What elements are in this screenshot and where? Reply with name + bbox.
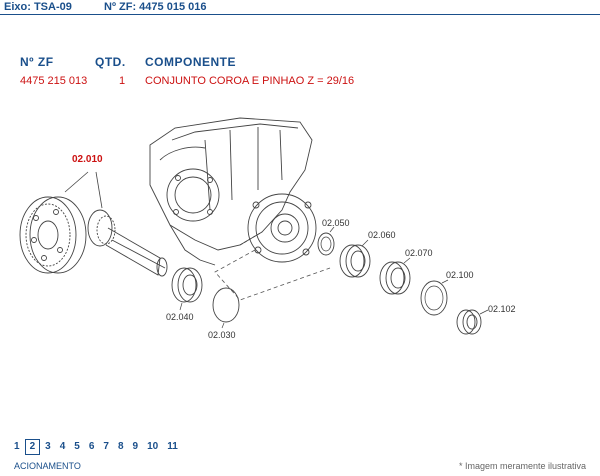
bearing-02-040-drawing [171,267,203,303]
label-02-010: 02.010 [72,154,103,165]
page-link-11[interactable]: 11 [167,441,178,452]
label-02-030: 02.030 [208,330,236,340]
page-link-3[interactable]: 3 [45,441,51,452]
page-link-4[interactable]: 4 [59,441,66,452]
pinion-drawing [87,209,168,277]
page-link-7[interactable]: 7 [103,441,109,452]
illustrative-note: * Imagem meramente ilustrativa [458,461,586,471]
ring-02-050-drawing [317,232,335,256]
page-link-9[interactable]: 9 [132,441,139,452]
section-link-acionamento[interactable]: ACIONAMENTO [14,461,81,471]
page-link-8[interactable]: 8 [117,441,124,452]
page-link-10[interactable]: 10 [147,441,159,452]
axle-label: Eixo: TSA-09 [4,1,72,13]
col-header-qtd: QTD. [95,55,126,69]
bearing-02-070-drawing [379,261,411,295]
page-link-2[interactable]: 2 [24,439,41,455]
label-02-100: 02.100 [446,270,474,280]
ring-02-100-drawing [420,280,448,316]
label-02-102: 02.102 [488,304,516,314]
part-quantity: 1 [119,75,126,87]
label-02-050: 02.050 [322,218,350,228]
nut-02-102-drawing [456,309,482,335]
label-02-070: 02.070 [405,248,433,258]
ring-02-030-drawing [212,287,240,323]
bearing-02-060-drawing [339,244,371,278]
part-description: CONJUNTO COROA E PINHAO Z = 29/16 [145,75,355,87]
page-link-6[interactable]: 6 [88,441,95,452]
page-link-5[interactable]: 5 [74,441,80,452]
col-header-componente: COMPONENTE [145,55,237,69]
part-number: 4475 215 013 [20,75,88,87]
exploded-parts-diagram: 02.010 02.040 02.030 02.050 02.060 02.07… [19,117,516,340]
top-bar: Eixo: TSA-09 Nº ZF: 4475 015 016 [0,0,600,15]
page-link-1[interactable]: 1 [14,441,20,452]
label-02-060: 02.060 [368,230,396,240]
label-02-040: 02.040 [166,312,194,322]
col-header-nzf: Nº ZF [20,55,54,69]
crown-wheel-drawing [19,196,87,274]
axle-housing-drawing [149,117,317,266]
zf-number-label: Nº ZF: 4475 015 016 [104,1,207,13]
